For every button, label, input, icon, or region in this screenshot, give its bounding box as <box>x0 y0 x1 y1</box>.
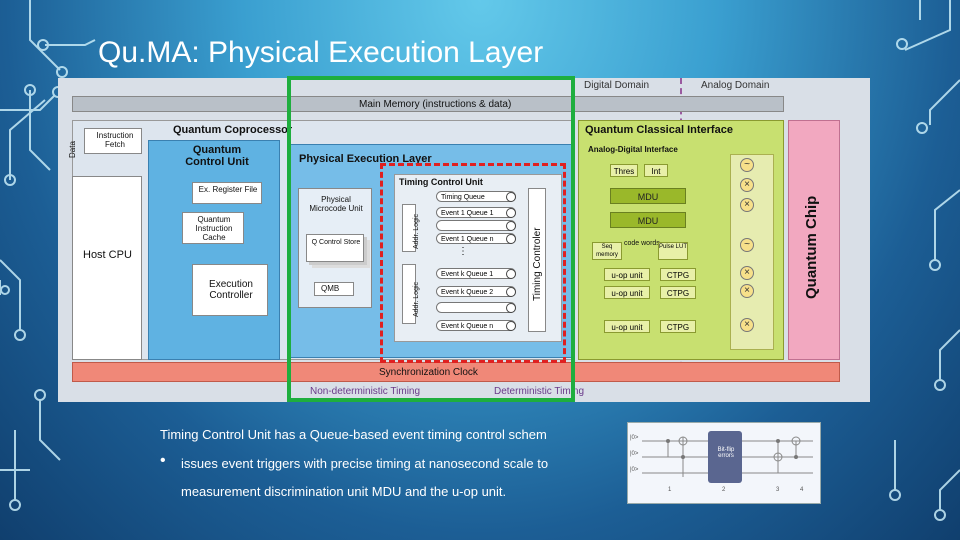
uop-unit-3: u-op unit <box>604 320 650 333</box>
execution-controller-label: Execution Controller <box>209 279 253 301</box>
mdu-block-2: MDU <box>610 212 686 228</box>
mixer-icon: × <box>740 318 754 332</box>
ket-label-2: |0> <box>630 451 639 457</box>
red-highlight-box <box>380 163 566 363</box>
bullet-text-line-2: measurement discrimination unit MDU and … <box>181 484 507 499</box>
addr-logic-box-1: Addr. Logic <box>402 204 420 252</box>
step-label-1: 1 <box>668 487 672 493</box>
queue-circle <box>506 221 516 231</box>
step-label-2: 2 <box>722 487 726 493</box>
quantum-coprocessor-label: Quantum Coprocessor <box>173 124 293 136</box>
mixer-icon: × <box>740 178 754 192</box>
quantum-classical-interface-label: Quantum Classical Interface <box>585 124 733 136</box>
data-label: Data <box>68 141 77 158</box>
deterministic-timing-label: Deterministic Timing <box>494 386 585 397</box>
quantum-chip-label: Quantum Chip <box>803 195 820 299</box>
mixer-icon: × <box>740 198 754 212</box>
oscillator-icon: ~ <box>740 158 754 172</box>
oscillator-icon: ~ <box>740 238 754 252</box>
ex-register-file-box: Ex. Register File <box>192 182 262 204</box>
qmb-box: QMB <box>314 282 354 296</box>
host-cpu-box: Host CPU <box>72 176 142 360</box>
main-memory-label: Main Memory (instructions & data) <box>359 99 512 110</box>
physical-execution-layer-label: Physical Execution Layer <box>299 153 432 165</box>
code-words-label: code words <box>624 240 660 247</box>
non-deterministic-timing-label: Non-deterministic Timing <box>310 386 421 397</box>
execution-controller-box: Execution Controller <box>192 264 268 316</box>
mdu-block-1: MDU <box>610 188 686 204</box>
seq-memory-block: Seq memory <box>592 242 622 260</box>
analog-domain-label: Analog Domain <box>701 80 770 91</box>
ctpg-3: CTPG <box>660 320 696 333</box>
int-block: Int <box>644 164 668 177</box>
quantum-control-unit-label: Quantum Control Unit <box>185 144 249 168</box>
architecture-diagram: Digital Domain Analog Domain Main Memory… <box>58 78 870 402</box>
q-control-store-label: Q Control Store <box>311 239 361 246</box>
ctpg-2: CTPG <box>660 286 696 299</box>
step-label-3: 3 <box>776 487 780 493</box>
mixer-icon: × <box>740 284 754 298</box>
queue-circle <box>506 208 516 218</box>
ket-label-1: |0> <box>630 435 639 441</box>
slide-title: Qu.MA: Physical Execution Layer <box>98 36 544 69</box>
queue-circle <box>506 303 516 313</box>
thres-block: Thres <box>610 164 638 177</box>
addr-logic-box-2: Addr. Logic <box>402 264 420 324</box>
quantum-instruction-cache-box: Quantum Instruction Cache <box>182 212 244 244</box>
analog-digital-interface-label: Analog-Digital Interface <box>588 145 678 154</box>
green-highlight-box <box>287 76 575 402</box>
q-control-store-box: Q Control Store <box>306 234 364 262</box>
quantum-instruction-cache-label: Quantum Instruction Cache <box>195 215 233 242</box>
timing-controller-box: Timing Controler <box>528 188 546 332</box>
synchronization-clock-label: Synchronization Clock <box>379 367 478 378</box>
main-memory-bar: Main Memory (instructions & data) <box>72 96 784 112</box>
ellipsis-dots: ⋮ <box>458 246 468 257</box>
host-cpu-label: Host CPU <box>83 249 132 261</box>
queue-circle <box>506 269 516 279</box>
quantum-control-unit-box: Quantum Control Unit <box>148 140 280 360</box>
instruction-fetch-box: Instruction Fetch <box>84 128 142 154</box>
ctpg-1: CTPG <box>660 268 696 281</box>
timing-control-unit-label: Timing Control Unit <box>399 177 483 187</box>
bullet-text-line-1: issues event triggers with precise timin… <box>181 456 549 471</box>
queue-circle <box>506 234 516 244</box>
uop-unit-1: u-op unit <box>604 268 650 281</box>
bit-flip-label: Bit-flip errors <box>717 447 735 459</box>
quantum-circuit-thumbnail: |0> |0> |0> Bit-flip errors 1 2 3 4 <box>627 422 821 504</box>
ket-label-3: |0> <box>630 467 639 473</box>
qmb-label: QMB <box>321 284 340 293</box>
pulse-lut-block: Pulse LUT <box>658 242 688 260</box>
ex-register-file-label: Ex. Register File <box>198 185 258 194</box>
step-label-4: 4 <box>800 487 804 493</box>
uop-unit-2: u-op unit <box>604 286 650 299</box>
queue-circle <box>506 321 516 331</box>
queue-circle <box>506 192 516 202</box>
caption-text: Timing Control Unit has a Queue-based ev… <box>160 427 547 442</box>
mixer-icon: × <box>740 266 754 280</box>
queue-circle <box>506 287 516 297</box>
instruction-fetch-label: Instruction Fetch <box>96 131 134 149</box>
quantum-chip-box: Quantum Chip <box>788 120 840 360</box>
circuit-wires <box>642 431 813 483</box>
digital-domain-label: Digital Domain <box>584 80 650 91</box>
bullet-glyph: • <box>160 452 166 469</box>
physical-microcode-unit-label: Physical Microcode Unit <box>309 195 363 213</box>
